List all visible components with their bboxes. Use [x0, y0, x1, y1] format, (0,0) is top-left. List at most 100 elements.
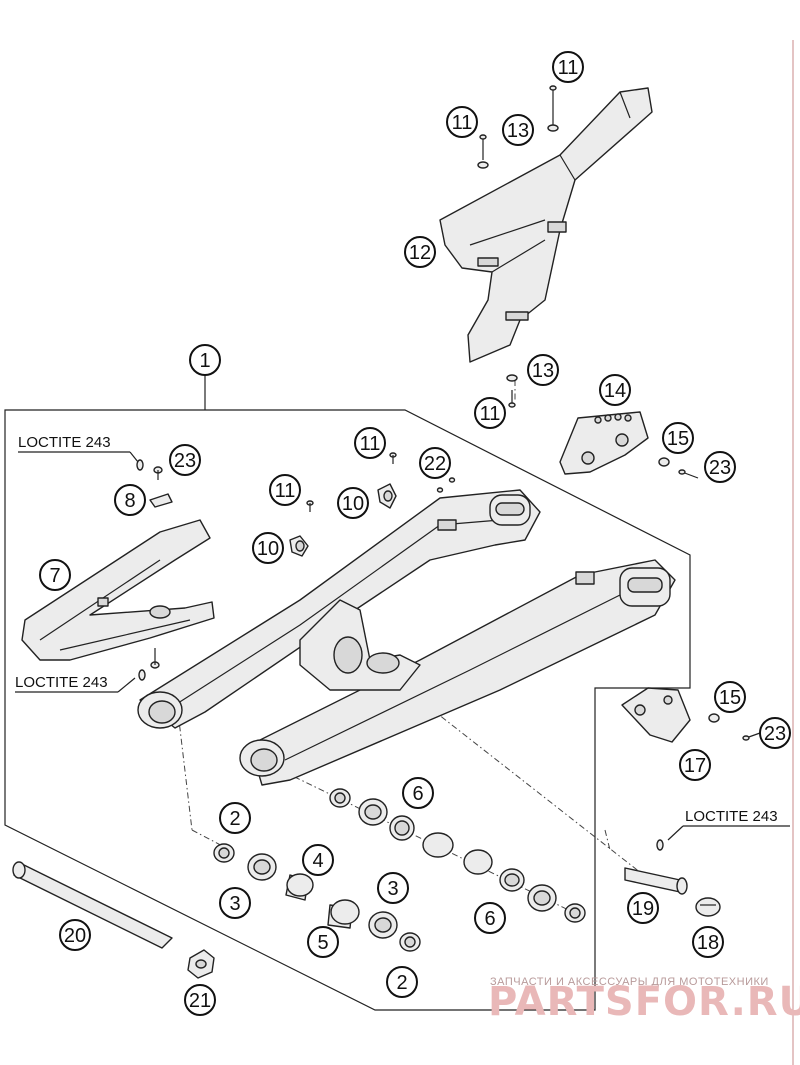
- swingarm-part: [137, 489, 676, 786]
- callout-circle: [219, 802, 251, 834]
- callout-6: 6: [474, 902, 506, 934]
- callout-circle: [189, 344, 221, 376]
- callout-number: 15: [667, 428, 689, 450]
- callout-number: 2: [396, 972, 407, 994]
- callout-circle: [662, 422, 694, 454]
- callout-23: 23: [169, 444, 201, 476]
- callout-number: 21: [189, 990, 211, 1012]
- callout-number: 11: [275, 480, 296, 502]
- callout-21: 21: [184, 984, 216, 1016]
- callout-circle: [302, 844, 334, 876]
- callout-circle: [307, 926, 339, 958]
- callout-circle: [599, 374, 631, 406]
- callout-circle: [404, 236, 436, 268]
- callout-number: 7: [49, 565, 60, 587]
- callout-number: 15: [719, 687, 741, 709]
- callout-18: 18: [692, 926, 724, 958]
- callout-4: 4: [302, 844, 334, 876]
- chain-guide-part: [439, 87, 653, 363]
- callout-number: 8: [124, 490, 135, 512]
- callout-3: 3: [219, 887, 251, 919]
- callout-circle: [704, 451, 736, 483]
- callout-13: 13: [527, 354, 559, 386]
- clamp-parts: [289, 452, 456, 557]
- callout-12: 12: [404, 236, 436, 268]
- callout-number: 3: [387, 878, 398, 900]
- callout-number: 10: [342, 493, 364, 515]
- loctite-label-middle: LOCTITE 243: [15, 674, 108, 691]
- callout-number: 6: [484, 908, 495, 930]
- callout-11: 11: [474, 397, 506, 429]
- callout-number: 23: [764, 723, 786, 745]
- callout-circle: [386, 966, 418, 998]
- callout-2: 2: [386, 966, 418, 998]
- callout-19: 19: [627, 892, 659, 924]
- label-leaders: [15, 451, 790, 841]
- axis-lines: [177, 380, 651, 919]
- callout-circle: [337, 487, 369, 519]
- chain-guard-lower-part: [621, 687, 761, 743]
- callout-number: 10: [257, 538, 279, 560]
- callout-3: 3: [377, 872, 409, 904]
- loctite-label-top: LOCTITE 243: [18, 434, 111, 451]
- bearing-parts: [213, 788, 586, 952]
- callout-8: 8: [114, 484, 146, 516]
- slider-screws: [136, 459, 173, 681]
- callout-10: 10: [252, 532, 284, 564]
- callout-circle: [474, 397, 506, 429]
- callout-22: 22: [419, 447, 451, 479]
- callout-number: 11: [480, 403, 501, 425]
- loctite-label-right: LOCTITE 243: [685, 808, 778, 825]
- assembly-frame: [4, 375, 691, 1011]
- callout-number: 22: [424, 453, 446, 475]
- chain-guard-part: [559, 411, 699, 479]
- callout-number: 23: [709, 457, 731, 479]
- callout-20: 20: [59, 919, 91, 951]
- callout-circle: [552, 51, 584, 83]
- callout-circle: [474, 902, 506, 934]
- callout-number: 12: [409, 242, 431, 264]
- callout-circle: [169, 444, 201, 476]
- callout-number: 4: [312, 850, 323, 872]
- callout-14: 14: [599, 374, 631, 406]
- callout-number: 3: [229, 893, 240, 915]
- axle-part: [12, 861, 215, 979]
- callout-11: 11: [354, 427, 386, 459]
- callout-15: 15: [662, 422, 694, 454]
- callout-number: 13: [532, 360, 554, 382]
- callout-17: 17: [679, 749, 711, 781]
- callout-circle: [714, 681, 746, 713]
- callout-7: 7: [39, 559, 71, 591]
- callout-circle: [114, 484, 146, 516]
- callout-circle: [402, 777, 434, 809]
- callout-circle: [377, 872, 409, 904]
- callout-number: 6: [412, 783, 423, 805]
- callout-11: 11: [269, 474, 301, 506]
- callout-2: 2: [219, 802, 251, 834]
- callout-number: 20: [64, 925, 86, 947]
- callout-11: 11: [446, 106, 478, 138]
- callout-circle: [219, 887, 251, 919]
- callout-11: 11: [552, 51, 584, 83]
- callout-number: 13: [507, 120, 529, 142]
- callout-number: 19: [632, 898, 654, 920]
- bolt-cap-parts: [624, 839, 721, 917]
- callout-10: 10: [337, 487, 369, 519]
- callout-group: 1223345667810101111111111121313141515171…: [39, 51, 791, 1016]
- callout-number: 11: [558, 57, 579, 79]
- callout-number: 11: [452, 112, 473, 134]
- callout-circle: [446, 106, 478, 138]
- callout-1: 1: [189, 344, 221, 376]
- callout-13: 13: [502, 114, 534, 146]
- callout-number: 1: [199, 350, 210, 372]
- callout-circle: [59, 919, 91, 951]
- callout-circle: [252, 532, 284, 564]
- callout-number: 18: [697, 932, 719, 954]
- callout-number: 23: [174, 450, 196, 472]
- callout-circle: [692, 926, 724, 958]
- callout-number: 17: [684, 755, 706, 777]
- callout-23: 23: [759, 717, 791, 749]
- callout-circle: [627, 892, 659, 924]
- chain-slider-part: [21, 519, 215, 661]
